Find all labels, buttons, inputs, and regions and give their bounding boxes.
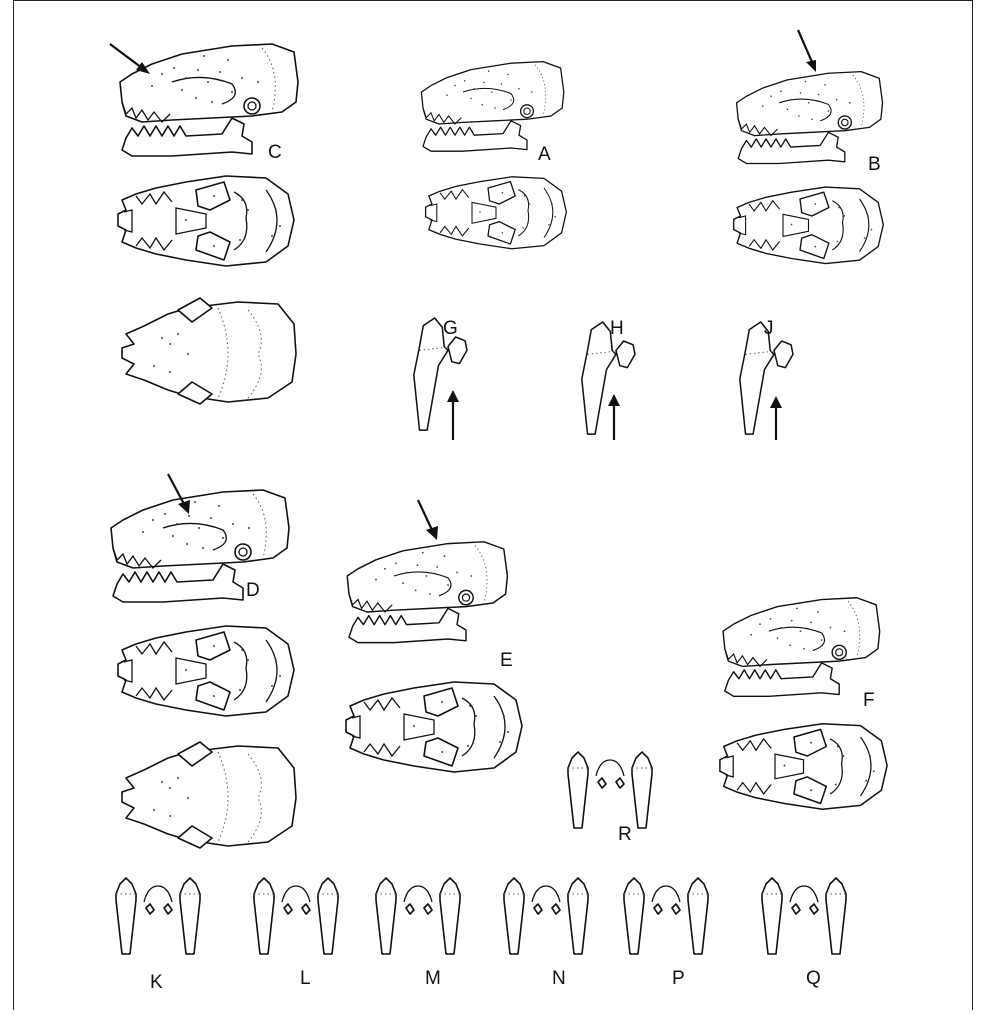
tooth-row-p [624,878,708,954]
skull-c-lateral [120,44,298,156]
tooth-row-m [376,878,460,954]
label-e: E [500,650,513,671]
skull-b-ventral [734,187,884,264]
arrow-b [798,30,816,72]
label-d: D [246,580,260,601]
tooth-row-r [568,752,652,828]
arrow-g [447,390,459,440]
label-j: J [764,318,774,339]
skull-d-ventral [118,626,294,716]
label-r: R [618,824,632,845]
label-a: A [538,144,551,165]
skull-a-ventral [426,177,567,249]
label-g: G [443,318,458,339]
label-f: F [863,690,875,711]
skull-c-ventral [118,176,294,266]
tooth-row-k [116,878,200,954]
label-n: N [552,968,566,989]
arrow-h [608,394,620,440]
skull-d-dorsal [122,742,296,848]
tooth-row-n [504,878,588,954]
label-l: L [300,968,311,989]
label-p: P [672,968,685,989]
label-b: B [868,154,881,175]
skull-b-lateral [737,72,883,164]
skull-e-ventral [346,682,522,772]
label-q: Q [806,968,821,989]
arrow-j [770,396,782,440]
skull-e-lateral [347,542,507,643]
skull-c-dorsal [122,298,296,404]
label-m: M [425,968,441,989]
label-h: H [610,318,624,339]
arrow-e [418,500,438,540]
arrow-c [110,44,150,74]
tooth-h [582,322,635,434]
tooth-row-q [762,878,846,954]
label-k: K [150,972,163,993]
tooth-g [414,318,467,430]
skull-a-lateral [421,62,563,152]
skull-d-lateral [111,490,289,602]
skull-f-ventral [720,724,887,810]
tooth-row-l [254,878,338,954]
label-c: C [268,142,282,163]
skull-f-lateral [723,598,880,697]
